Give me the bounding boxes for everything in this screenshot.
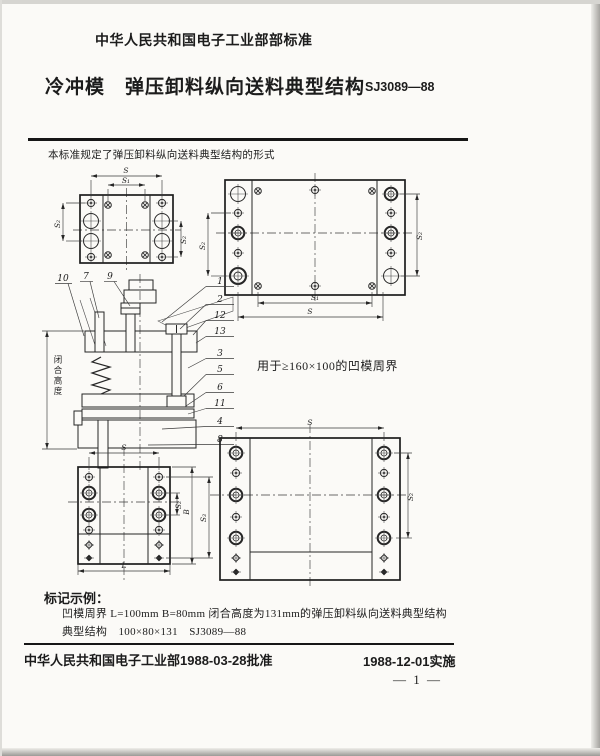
part-label-5: 5 [217,365,223,375]
dim-label-s2-right: S₂ [415,232,424,240]
dim-label-s: S [307,418,312,427]
punch-holder-plate [84,330,198,353]
dim-label-b: B [182,509,191,516]
part-label-6: 6 [217,383,223,393]
page-number: — 1 — [393,672,442,687]
implementation-line: 1988-12-01实施 [363,654,456,669]
stripper-bolt [171,332,182,397]
footer-rule [24,643,454,645]
die-plate [81,408,195,419]
dim-label-s: S [123,166,128,175]
part-label-11: 11 [214,399,225,409]
usage-note: 用于≥160×100的凹模周界 [257,359,398,373]
part-label-1: 1 [217,277,223,287]
scan-edge-top [0,0,600,4]
closed-height-label: 闭合高度 [53,355,63,397]
dim-label-s3: S₃ [199,514,208,522]
part-label-13: 13 [214,327,226,337]
drawing-bottom-right-plan: S S₂ [210,418,415,588]
dim-label-s2-left: S₂ [198,242,207,250]
drawing-top-left-plan: S S₁ S₂ S₂ [53,166,188,272]
part-label-2: 2 [216,295,223,305]
approval-line: 中华人民共和国电子工业部1988-03-28批准 [24,653,273,668]
plate-outline [224,179,406,296]
part-label-7: 7 [83,272,89,282]
intro-sentence: 本标准规定了弹压卸料纵向送料典型结构的形式 [48,150,275,161]
part-label-4: 4 [216,417,223,427]
section-part-labels-right: 1 2 12 13 3 5 6 11 4 8 [147,277,234,446]
drawing-section-view: 闭合高度 10 7 9 1 2 12 13 3 5 6 [42,272,234,472]
spring [89,356,113,395]
plate-outline [77,466,171,565]
dim-label-s2-right: S₂ [179,236,188,244]
lower-bolster [77,419,197,449]
org-line: 中华人民共和国电子工业部部标准 [95,32,313,48]
dim-label-s2-left: S₂ [53,220,62,228]
drawing-bottom-left-plan: S L S₂ B S₃ [68,443,213,580]
plate-outline [219,437,401,581]
guide-pin [94,311,105,353]
part-label-12: 12 [214,311,226,321]
push-rod [97,419,109,469]
dim-label-s1: S₁ [122,176,130,185]
standard-number: SJ3089—88 [365,80,435,94]
dim-label-s2: S₂ [406,493,415,501]
page-title: 冷冲模 弹压卸料纵向送料典型结构 [45,77,366,98]
dim-label-s: S [121,443,126,452]
part-label-9: 9 [107,272,113,282]
header-rule [28,138,468,141]
plate-outline [79,194,174,264]
dim-label-l: L [121,561,127,570]
part-label-10: 10 [57,274,69,284]
scan-edge-right [591,0,600,756]
scan-edge-bottom [0,748,600,756]
scan-edge-left [0,0,2,756]
part-label-3: 3 [217,349,223,359]
marking-example-line2: 典型结构 100×80×131 SJ3089—88 [62,626,247,638]
dim-label-s2: S₂ [174,501,183,509]
dim-label-s1: S₁ [311,293,319,302]
marking-example-label: 标记示例： [44,591,110,606]
drawing-top-right-plan: S₂ S₂ S₁ S [198,173,424,321]
dim-label-s: S [307,307,312,316]
marking-example-line1: 凹模周界 L=100mm B=80mm 闭合高度为131mm的弹压卸料纵向送料典… [62,608,447,620]
